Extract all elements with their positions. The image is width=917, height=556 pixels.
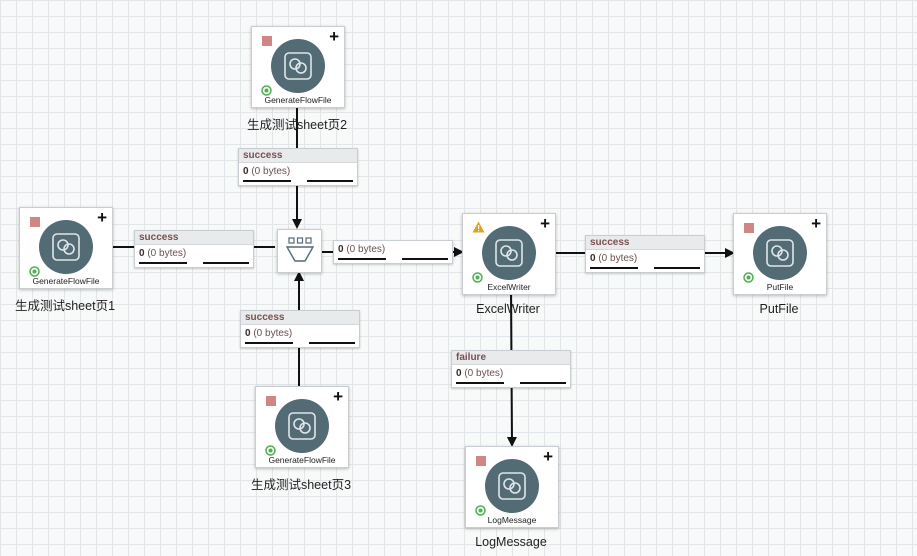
- queue-size: (0 bytes): [253, 328, 293, 339]
- connection-label-gen1[interactable]: success 0 (0 bytes): [134, 230, 254, 268]
- running-indicator-icon: [475, 505, 486, 516]
- queue-stats: 0 (0 bytes): [334, 241, 452, 255]
- plus-icon[interactable]: +: [540, 214, 550, 233]
- queue-size: (0 bytes): [464, 368, 504, 379]
- relationship-name: success: [135, 231, 253, 245]
- processor-name: 生成测试sheet页3: [250, 478, 352, 492]
- queue-bar: [307, 180, 353, 182]
- processor-generateflowfile-2[interactable]: + GenerateFlowFile: [251, 26, 345, 108]
- processor-type-label: PutFile: [766, 282, 794, 292]
- connection-label-failure[interactable]: failure 0 (0 bytes): [451, 350, 571, 388]
- running-indicator-icon: [743, 272, 754, 283]
- plus-icon[interactable]: +: [97, 208, 107, 227]
- queue-size: (0 bytes): [598, 253, 638, 264]
- processor-icon: [753, 226, 807, 280]
- running-indicator-icon: [472, 272, 483, 283]
- processor-type-label: GenerateFlowFile: [268, 455, 336, 465]
- relationship-name: failure: [452, 351, 570, 365]
- warning-icon[interactable]: [472, 221, 485, 233]
- processor-icon: [39, 220, 93, 274]
- relationship-name: success: [586, 236, 704, 250]
- stopped-icon: [30, 217, 40, 227]
- stopped-icon: [476, 456, 486, 466]
- running-indicator-icon: [29, 266, 40, 277]
- connection-label-funnel[interactable]: 0 (0 bytes): [333, 240, 453, 264]
- processor-icon: [485, 459, 539, 513]
- processor-name: LogMessage: [475, 535, 547, 549]
- stopped-icon: [744, 223, 754, 233]
- connection-label-gen2[interactable]: success 0 (0 bytes): [238, 148, 358, 186]
- plus-icon[interactable]: +: [329, 27, 339, 46]
- queue-bar: [139, 262, 187, 264]
- queue-bar: [456, 382, 504, 384]
- queue-count: 0: [338, 244, 344, 255]
- queue-stats: 0 (0 bytes): [135, 245, 253, 259]
- plus-icon[interactable]: +: [811, 214, 821, 233]
- relationship-name: success: [239, 149, 357, 163]
- stopped-icon: [262, 36, 272, 46]
- processor-name: 生成测试sheet页1: [14, 299, 116, 313]
- queue-size: (0 bytes): [147, 248, 187, 259]
- processor-type-label: GenerateFlowFile: [32, 276, 100, 286]
- running-indicator-icon: [265, 445, 276, 456]
- processor-generateflowfile-1[interactable]: + GenerateFlowFile: [19, 207, 113, 289]
- processor-type-label: GenerateFlowFile: [264, 95, 332, 105]
- processor-excelwriter[interactable]: + ExcelWriter: [462, 213, 556, 295]
- processor-logmessage[interactable]: + LogMessage: [465, 446, 559, 528]
- queue-bar: [243, 180, 291, 182]
- queue-stats: 0 (0 bytes): [586, 250, 704, 264]
- connection-label-gen3[interactable]: success 0 (0 bytes): [240, 310, 360, 348]
- queue-size: (0 bytes): [346, 244, 386, 255]
- queue-bar: [245, 342, 293, 344]
- queue-count: 0: [590, 253, 596, 264]
- processor-name: PutFile: [759, 302, 799, 316]
- queue-count: 0: [245, 328, 251, 339]
- queue-bar: [590, 267, 638, 269]
- processor-icon: [271, 39, 325, 93]
- processor-type-label: LogMessage: [487, 515, 537, 525]
- processor-icon: [482, 226, 536, 280]
- queue-count: 0: [456, 368, 462, 379]
- running-indicator-icon: [261, 85, 272, 96]
- processor-icon: [275, 399, 329, 453]
- funnel[interactable]: [277, 229, 322, 273]
- queue-bar: [338, 258, 386, 260]
- queue-bar: [309, 342, 355, 344]
- queue-stats: 0 (0 bytes): [241, 325, 359, 339]
- queue-count: 0: [139, 248, 145, 259]
- stopped-icon: [266, 396, 276, 406]
- processor-putfile[interactable]: + PutFile: [733, 213, 827, 295]
- queue-bar: [654, 267, 700, 269]
- plus-icon[interactable]: +: [333, 387, 343, 406]
- processor-name: 生成测试sheet页2: [246, 118, 348, 132]
- queue-bar: [402, 258, 448, 260]
- processor-type-label: ExcelWriter: [487, 282, 531, 292]
- queue-stats: 0 (0 bytes): [452, 365, 570, 379]
- queue-size: (0 bytes): [251, 166, 291, 177]
- queue-bar: [520, 382, 566, 384]
- queue-bar: [203, 262, 249, 264]
- plus-icon[interactable]: +: [543, 447, 553, 466]
- queue-count: 0: [243, 166, 249, 177]
- queue-stats: 0 (0 bytes): [239, 163, 357, 177]
- processor-name: ExcelWriter: [476, 302, 540, 316]
- processor-generateflowfile-3[interactable]: + GenerateFlowFile: [255, 386, 349, 468]
- funnel-icon: [285, 237, 315, 262]
- connection-label-putfile[interactable]: success 0 (0 bytes): [585, 235, 705, 273]
- relationship-name: success: [241, 311, 359, 325]
